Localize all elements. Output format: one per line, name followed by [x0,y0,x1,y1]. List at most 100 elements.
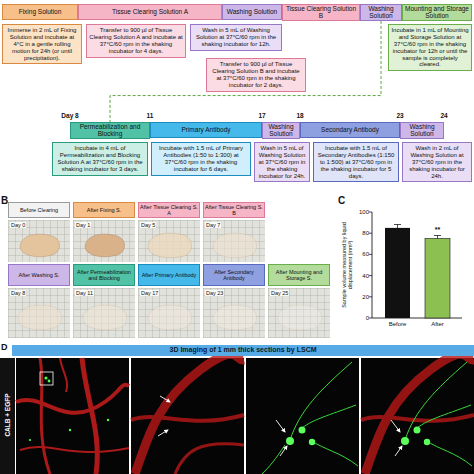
tissue-sample [20,234,60,257]
grid-paper [138,220,200,262]
node-text: Wash in 5 mL of Washing Solution at 37°C… [196,27,276,47]
axis-title: Sample volume measured by liquid displac… [341,209,353,321]
grid-paper [8,220,70,262]
step-description: Incubate with 1.5 mL of Primary Antibodi… [151,142,251,176]
photo [138,220,200,262]
day-marker: 11 [147,112,154,119]
day-marker: 18 [296,112,303,119]
panel-letter: C [338,195,345,206]
step-bar: Secondary Antibody [300,122,400,138]
step-bar: Washing Solution [360,4,402,21]
cells [29,376,109,441]
step-description: Transfer to 900 µl of Tissue Clearing So… [86,24,186,58]
day-label: Day 5 [140,222,156,228]
step-description: Incubate in 1 mL of Mounting and Storage… [388,24,472,71]
after-bar [425,239,450,319]
photo [8,220,70,262]
step-bar: Washing Solution [222,4,282,20]
photo-label: After Permeabilization and Blocking [73,264,135,286]
node-text: Washing Solution [264,123,298,138]
node-text: Wash in 2 mL of Washing Solution at 37°C… [409,145,465,179]
photo [73,288,135,338]
tick-label: 20 [362,294,369,301]
photo [268,288,330,338]
node-text: After Permeabilization and Blocking [75,269,133,282]
day-label: Day 23 [205,290,224,296]
step-description: Wash in 5 mL of Washing Solution at 37°C… [254,142,310,182]
photo-label: Before Clearing [8,202,70,218]
day-label: Day 7 [205,222,221,228]
tissue-sample [83,305,127,330]
neuron-somas [286,427,315,446]
day-label: Day 11 [75,290,94,296]
panel-letter: B [1,195,8,206]
neuron-somas-merge [401,427,430,446]
node-text: Washing Solution [362,5,400,20]
day-marker: Day 8 [61,112,78,119]
day-label: Day 0 [10,222,26,228]
day-label: Day 8 [10,290,26,296]
channel-label: CALB + EGFP [4,393,11,436]
day-label: Day 1 [75,222,91,228]
pointer-arrows [158,396,402,456]
image-panel [246,358,359,474]
tissue-sample [213,233,257,258]
tissue-photos [8,220,330,338]
photo [203,220,265,262]
image-panel [16,358,129,474]
photo [138,288,200,338]
neurites-merge [405,362,472,466]
node-text: After Fixing S. [87,207,122,213]
node-text: Incubate in 1 mL of Mounting and Storage… [391,27,468,67]
node-text: Mounting and Storage Solution [404,5,470,20]
step-description: Immerse in 2 mL of Fixing Solution and i… [2,24,82,64]
zoom-box [40,372,53,385]
tick-label: 100 [359,209,369,216]
node-text: 3D Imaging of 1 mm thick sections by LSC… [169,346,316,354]
tick-label: 60 [362,251,369,258]
node-text: After Mounting and Storage S. [270,269,328,282]
tissue-sample [278,305,322,330]
photo-label: After Mounting and Storage S. [268,264,330,286]
photo-label: After Secondary Antibody [203,264,265,286]
node-text: After Tissue Clearing S. A [140,204,198,217]
grid-paper [138,288,200,338]
vessels-zoom [131,354,244,474]
tissue-sample [148,305,192,330]
vessels [16,358,129,474]
node-text: Washing Solution [402,123,442,138]
node-text: Tissue Clearing Solution B [284,5,358,20]
step-bar: Fixing Solution [2,4,78,20]
grid-paper [8,288,70,338]
tissue-sample [213,305,257,330]
step-bar: Primary Antibody [150,122,262,138]
photo [8,288,70,338]
node-text: Incubate in 4 mL of Permeabilization and… [57,145,142,172]
node-text: After Tissue Clearing S. B [205,204,263,217]
node-text: Permeabilization and Blocking [72,123,148,138]
photo-label: After Primary Antibody [138,264,200,286]
before-bar [385,228,410,318]
node-text: Incubate with 1.5 mL of Primary Antibodi… [159,145,243,172]
node-text: Secondary Antibody [321,126,379,133]
node-text: Transfer to 900 µl of Tissue Clearing So… [212,61,299,88]
tissue-sample [148,233,192,258]
step-bar: Washing Solution [400,122,444,139]
day-label: Day 25 [270,290,289,296]
step-description: Wash in 5 mL of Washing Solution at 37°C… [190,24,282,51]
axis-ticks [369,212,372,318]
node-text: Transfer to 900 µl of Tissue Clearing So… [89,27,182,54]
photo [73,220,135,262]
node-text: Wash in 5 mL of Washing Solution at 37°C… [259,145,306,179]
category-label: After [431,321,444,328]
tissue-sample [18,305,62,330]
bar-chart [369,212,462,318]
day-marker: 23 [396,112,403,119]
neurites [262,362,358,474]
day-label: Day 17 [140,290,159,296]
day-marker: 17 [258,112,265,119]
node-text: After Secondary Antibody [205,269,263,282]
node-text: Immerse in 2 mL of Fixing Solution and i… [8,27,77,61]
tissue-sample [85,234,125,257]
photo-label: After Washing S. [8,264,70,286]
